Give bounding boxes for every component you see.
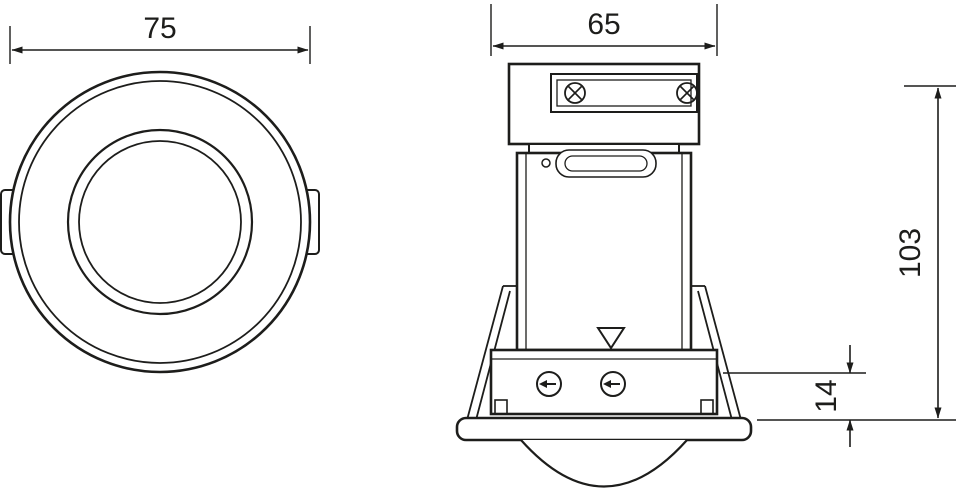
bezel-inner-edge-circle bbox=[18, 80, 302, 364]
outer-bezel-circle bbox=[8, 70, 312, 374]
adjustment-screw-icon bbox=[536, 371, 562, 397]
total-height-label: 103 bbox=[894, 228, 927, 278]
front-view: 75 bbox=[0, 12, 320, 374]
terminal-block-inner bbox=[556, 79, 692, 107]
body-insert bbox=[555, 149, 657, 178]
lens-ring-inner-circle bbox=[78, 140, 242, 304]
body-insert-inner bbox=[564, 155, 648, 172]
front-width-dimension: 75 bbox=[9, 12, 311, 64]
side-width-dimension: 65 bbox=[490, 4, 718, 56]
terminal-screw-icon bbox=[676, 82, 698, 104]
flange-foot bbox=[700, 399, 714, 415]
side-width-label: 65 bbox=[587, 8, 620, 41]
body-pin-detail bbox=[541, 158, 551, 168]
sensor-dome bbox=[520, 439, 688, 488]
flange-height-dimension: 14 bbox=[723, 345, 866, 447]
terminal-screw-icon bbox=[564, 82, 586, 104]
total-height-dimension: 103 bbox=[757, 85, 956, 421]
trim-ring bbox=[455, 416, 753, 442]
front-width-label: 75 bbox=[143, 12, 176, 45]
mounting-flange bbox=[489, 348, 719, 416]
flange-foot bbox=[494, 399, 508, 415]
adjustment-screw-icon bbox=[600, 371, 626, 397]
lens-ring-outer-circle bbox=[66, 128, 254, 316]
sensor-body bbox=[515, 151, 693, 352]
orientation-mark bbox=[596, 327, 626, 350]
flange-height-label: 14 bbox=[810, 379, 843, 412]
side-view: 65 bbox=[455, 4, 956, 488]
